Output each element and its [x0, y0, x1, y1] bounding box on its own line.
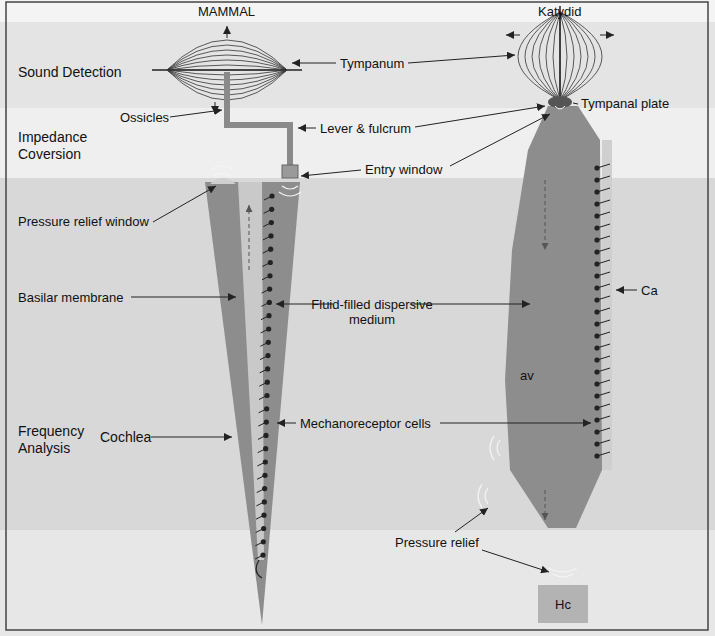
part-label: av: [520, 368, 534, 383]
hair-cell: [594, 165, 599, 170]
part-label: Mechanoreceptor cells: [300, 416, 431, 431]
part-label: Lever & fulcrum: [320, 121, 411, 136]
hair-cell: [594, 201, 599, 206]
hair-cell: [262, 486, 267, 491]
hair-cell: [268, 233, 273, 238]
hair-cell: [262, 473, 267, 478]
membrane-line: [560, 12, 595, 100]
part-label: Tympanal plate: [581, 96, 669, 111]
hair-cell: [264, 420, 269, 425]
hair-cell: [594, 405, 599, 410]
hair-cell: [594, 345, 599, 350]
hair-cell: [594, 393, 599, 398]
membrane-line: [167, 65, 287, 70]
membrane-line: [167, 45, 287, 70]
membrane-line: [167, 40, 287, 70]
membrane-line: [167, 70, 287, 71]
hair-cell: [267, 300, 272, 305]
membrane-line: [546, 12, 560, 100]
hair-cell: [266, 326, 271, 331]
hair-cell: [267, 287, 272, 292]
part-label: Ca: [641, 283, 658, 298]
hair-cell: [594, 225, 599, 230]
hair-cell: [594, 441, 599, 446]
hair-cell: [262, 499, 267, 504]
membrane-line: [167, 55, 287, 70]
hair-cell: [594, 261, 599, 266]
part-label: Fluid-filled dispersive medium: [307, 297, 437, 327]
part-label: Ossicles: [120, 110, 169, 125]
stage-label: Impedance Coversion: [18, 129, 113, 163]
membrane-line: [167, 60, 287, 70]
hair-cell: [261, 526, 266, 531]
hair-cell: [594, 453, 599, 458]
hair-cell: [260, 553, 265, 558]
hair-cell: [594, 369, 599, 374]
part-label: Hc: [555, 597, 571, 612]
hair-cell: [594, 381, 599, 386]
hair-cell: [264, 406, 269, 411]
hair-cell: [267, 273, 272, 278]
hair-cell: [594, 189, 599, 194]
hair-cell: [269, 207, 274, 212]
stage-band: Impedance Coversion: [0, 108, 715, 178]
membrane-line: [532, 12, 560, 100]
hair-cell: [265, 380, 270, 385]
hair-cell: [594, 273, 599, 278]
hair-cell: [594, 285, 599, 290]
membrane-line: [167, 50, 287, 70]
part-label: Pressure relief window: [18, 214, 149, 229]
hair-cell: [263, 459, 268, 464]
hair-cell: [269, 220, 274, 225]
membrane-line: [525, 12, 560, 100]
hair-cell: [594, 177, 599, 182]
membrane-line: [518, 12, 560, 100]
membrane-line: [560, 12, 567, 100]
hair-cell: [594, 333, 599, 338]
hair-cell: [261, 539, 266, 544]
hair-cell: [265, 366, 270, 371]
membrane-line: [560, 12, 588, 100]
membrane-line: [560, 12, 602, 100]
stage-label: Frequency Analysis: [18, 423, 113, 457]
hair-cell: [265, 353, 270, 358]
hair-cell: [594, 309, 599, 314]
hair-cell: [269, 193, 274, 198]
hair-cell: [594, 357, 599, 362]
membrane-line: [553, 12, 560, 100]
hair-cell: [261, 513, 266, 518]
part-label: Entry window: [365, 162, 442, 177]
stage-band: Frequency Analysis: [0, 178, 715, 530]
column-heading: Katydid: [538, 4, 581, 19]
hair-cell: [268, 260, 273, 265]
hair-cell: [266, 340, 271, 345]
hair-cell: [264, 393, 269, 398]
hair-cell: [268, 247, 273, 252]
membrane-line: [539, 12, 560, 100]
part-label: Tympanum: [340, 56, 404, 71]
hair-cell: [594, 429, 599, 434]
hair-cell: [594, 297, 599, 302]
hair-cell: [594, 321, 599, 326]
column-heading: MAMMAL: [198, 4, 255, 19]
hair-cell: [594, 417, 599, 422]
stage-label: Sound Detection: [18, 64, 122, 81]
hair-cell: [594, 213, 599, 218]
hair-cell: [263, 433, 268, 438]
hair-cell: [594, 249, 599, 254]
part-label: Basilar membrane: [18, 290, 124, 305]
hair-cell: [266, 313, 271, 318]
hair-cell: [594, 237, 599, 242]
part-label: Pressure relief: [395, 535, 479, 550]
part-label: Cochlea: [100, 430, 151, 445]
hair-cell: [263, 446, 268, 451]
membrane-line: [560, 12, 574, 100]
